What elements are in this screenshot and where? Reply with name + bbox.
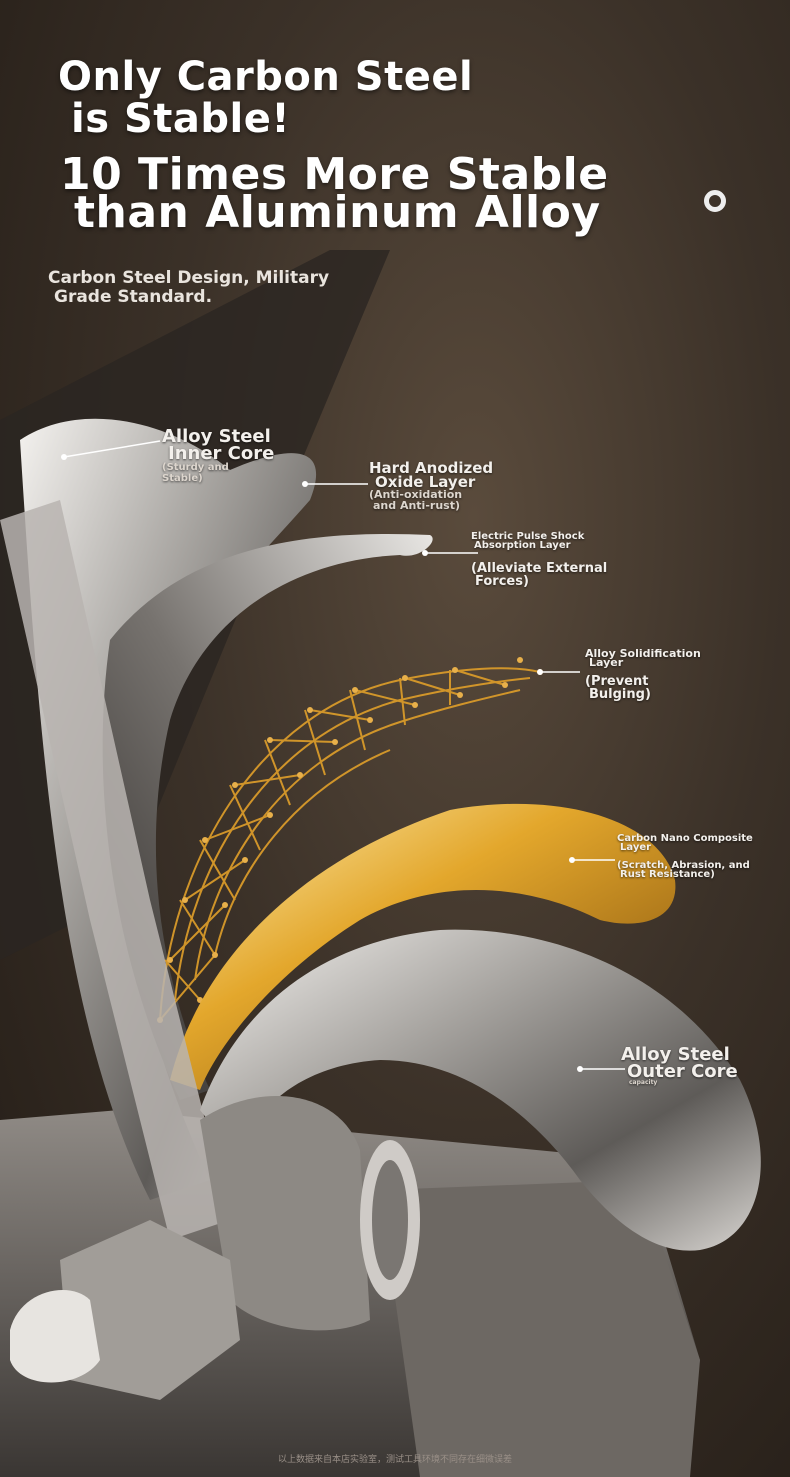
solid-title: Alloy Solidification [585,647,701,660]
nano-note2: Rust Resistance) [620,869,715,880]
arm-pillar [0,500,230,1240]
headline2-line2: than Aluminum Alloy [74,187,601,238]
outer-core-note: capacity [629,1079,658,1086]
subhead-line2: Grade Standard. [54,287,213,307]
hinge-cylinder-shadow [372,1160,408,1280]
lattice-nodes [157,657,543,1023]
solid-note2: Bulging) [589,687,651,702]
headline: Only Carbon Steel is Stable! [58,56,473,140]
headline-line2: is Stable! [71,96,291,142]
leader-dots [61,454,583,1072]
headline2-line1: 10 Times More Stable [60,149,609,200]
pulse-title2: Absorption Layer [474,540,571,551]
oxide-layer-leaf [102,533,433,1100]
nano-title2: Layer [620,842,652,853]
nano-note1: (Scratch, Abrasion, and [617,860,750,871]
nano-composite-leaf [170,803,676,1090]
solidification-lattice [159,667,541,1021]
pulse-note2: Forces) [475,574,529,589]
oxide-title2: Oxide Layer [375,473,476,491]
pulse-title: Electric Pulse Shock [471,531,585,542]
oxide-title: Hard Anodized [369,459,494,477]
label-inner-core: Alloy Steel Inner Core (Sturdy and Stabl… [162,426,275,485]
inner-core-note: (Sturdy and Stable) [162,462,229,484]
oxide-note2: and Anti-rust) [373,499,460,512]
base-plate-face [380,1180,700,1477]
headline-line1: Only Carbon Steel [58,54,474,100]
label-outer-core: Alloy Steel Outer Core capacity [621,1046,738,1086]
solid-note1: (Prevent [585,674,649,689]
outer-core-title: Alloy Steel [621,1044,730,1065]
hex-nut [60,1220,240,1400]
inner-core-title2: Inner Core [168,443,275,464]
subhead-line1: Carbon Steel Design, Military [48,268,330,288]
inner-core-title: Alloy Steel [162,426,271,447]
solid-title2: Layer [589,656,624,669]
hinge-block [200,1096,370,1331]
subheadline: Carbon Steel Design, Military Grade Stan… [48,269,329,307]
screw-cap [10,1290,100,1383]
outer-core-leaf [200,929,761,1251]
ring-decoration [704,190,726,212]
oxide-note1: (Anti-oxidation [369,488,463,501]
footer-disclaimer: 以上数据来自本店实验室，测试工具环境不同存在细微误差 [277,1455,512,1465]
headline-secondary: 10 Times More Stable than Aluminum Alloy [60,149,609,238]
label-oxide-layer: Hard Anodized Oxide Layer (Anti-oxidatio… [369,459,494,512]
label-pulse-layer: Electric Pulse Shock Absorption Layer (A… [471,531,608,589]
label-nano-layer: Carbon Nano Composite Layer (Scratch, Ab… [617,833,753,880]
nano-title: Carbon Nano Composite [617,833,753,844]
label-solidification-layer: Alloy Solidification Layer (Prevent Bulg… [585,647,701,702]
outer-core-title2: Outer Core [627,1061,738,1082]
inner-core-leaf [20,418,317,1201]
pulse-note1: (Alleviate External [471,561,608,576]
leader-lines [63,440,625,1070]
